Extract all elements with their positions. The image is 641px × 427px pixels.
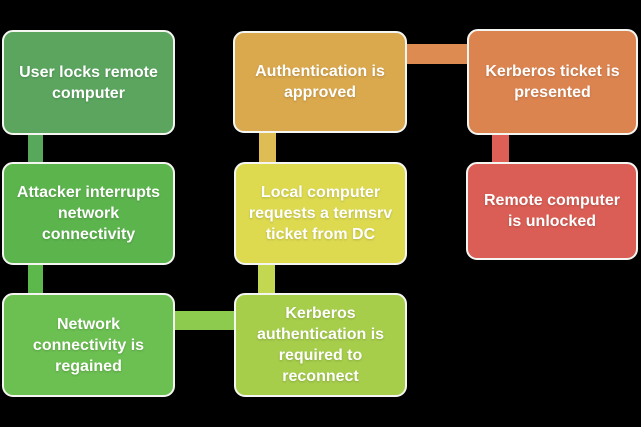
connector-user-locks-to-attacker	[28, 130, 43, 168]
node-kerberos-ticket-presented: Kerberos ticket is presented	[467, 29, 638, 135]
connector-local-to-approved	[259, 129, 276, 167]
node-authentication-approved: Authentication is approved	[233, 31, 407, 133]
node-user-locks-remote-computer: User locks remote computer	[2, 30, 175, 135]
connector-attacker-to-regained	[28, 260, 43, 298]
connector-ticket-to-unlocked	[492, 130, 509, 167]
node-remote-computer-unlocked: Remote computer is unlocked	[466, 162, 638, 260]
node-attacker-interrupts-connectivity: Attacker interrupts network connectivity	[2, 162, 175, 265]
node-kerberos-auth-required: Kerberos authentication is required to r…	[234, 293, 407, 397]
node-network-connectivity-regained: Network connectivity is regained	[2, 293, 175, 397]
connector-kerberos-auth-to-local	[258, 260, 275, 298]
node-local-computer-requests-ticket: Local computer requests a termsrv ticket…	[234, 162, 407, 265]
connector-regained-to-kerberos-auth	[170, 311, 240, 330]
connector-approved-to-ticket	[402, 44, 472, 64]
